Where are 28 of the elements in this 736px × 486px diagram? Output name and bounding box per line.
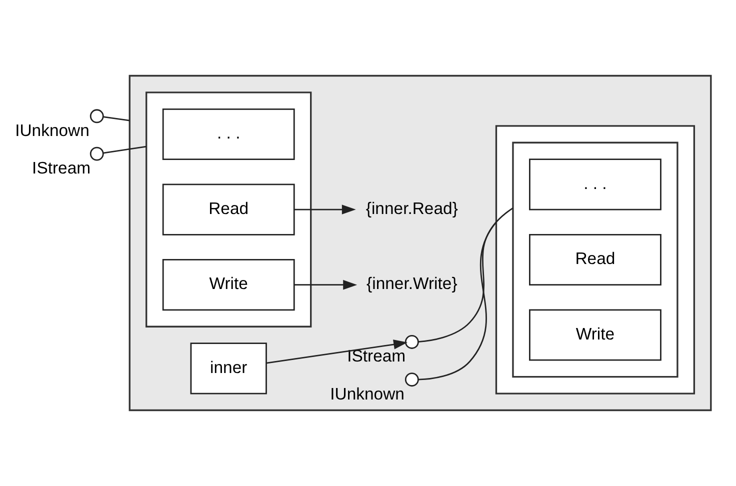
- cluster: [146, 92, 312, 328]
- node-box: Read: [529, 234, 662, 286]
- node-circle: [404, 372, 419, 387]
- arrow: [294, 280, 358, 290]
- arrow: [294, 204, 356, 214]
- cluster: [512, 142, 678, 378]
- node-text: {inner.Write}: [366, 274, 458, 294]
- node-box: Write: [162, 259, 295, 311]
- node-label: IStream: [347, 346, 406, 366]
- connector: [418, 208, 514, 342]
- arrow: [266, 340, 408, 364]
- node-label: IUnknown: [330, 384, 404, 404]
- node-box: . . .: [529, 158, 662, 210]
- node-box: Read: [162, 184, 295, 236]
- connector: [103, 116, 130, 122]
- node-box: Write: [529, 309, 662, 361]
- connector: [418, 222, 497, 380]
- node-box: . . .: [162, 108, 295, 160]
- cluster: [495, 125, 696, 394]
- node-label: IUnknown: [15, 120, 90, 140]
- cluster: [128, 74, 712, 412]
- node-circle: [90, 146, 104, 161]
- node-circle: [404, 335, 419, 349]
- connector: [103, 146, 146, 154]
- node-circle: [90, 109, 104, 124]
- node-box: inner: [190, 342, 267, 394]
- node-text: {inner.Read}: [366, 198, 458, 218]
- node-label: IStream: [32, 158, 91, 178]
